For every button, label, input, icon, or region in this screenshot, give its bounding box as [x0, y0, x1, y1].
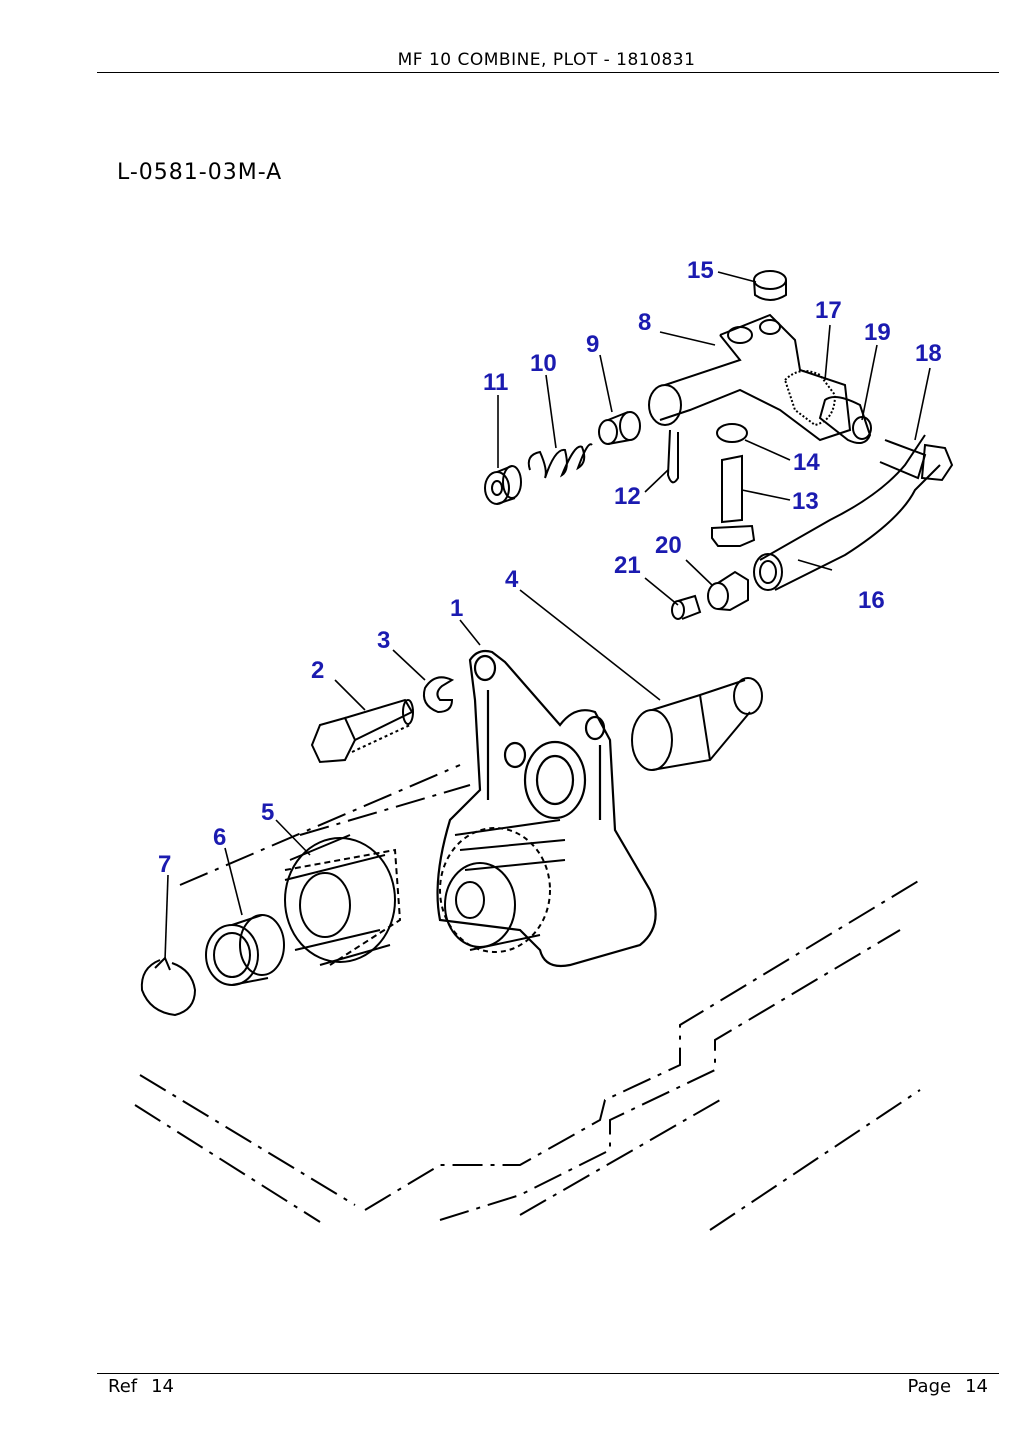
header-rule — [97, 72, 999, 73]
callout-19: 19 — [864, 319, 891, 346]
plunger-9 — [598, 411, 641, 445]
pipe-16 — [753, 434, 941, 591]
callout-21: 21 — [614, 552, 641, 579]
callout-10: 10 — [530, 350, 557, 377]
callout-3: 3 — [377, 627, 390, 654]
callout-9: 9 — [586, 331, 599, 358]
callout-7: 7 — [158, 851, 171, 878]
washer-14 — [716, 423, 748, 443]
callout-labels: 1 2 3 4 5 6 7 8 9 10 11 12 13 14 15 16 1… — [158, 257, 942, 878]
callout-4: 4 — [505, 566, 519, 593]
bolt-18 — [879, 439, 954, 482]
union-20 — [707, 570, 749, 612]
cap-nut-15 — [753, 270, 787, 301]
callout-12: 12 — [614, 483, 641, 510]
spring-10 — [527, 443, 593, 479]
page-label: Page — [907, 1376, 952, 1397]
callout-5: 5 — [261, 799, 274, 826]
valve-body-8 — [648, 313, 852, 442]
split-pin-12 — [666, 429, 679, 484]
pump-housing — [436, 649, 657, 968]
callout-20: 20 — [655, 532, 682, 559]
leader-lines — [164, 271, 931, 961]
callout-11: 11 — [483, 369, 508, 396]
callout-6: 6 — [213, 824, 226, 851]
lock-washer-3 — [422, 676, 455, 714]
callout-2: 2 — [311, 657, 324, 684]
cap-11 — [484, 465, 522, 505]
footer-rule — [97, 1373, 999, 1374]
pump-gear — [439, 819, 566, 953]
footer-ref: Ref 14 — [108, 1376, 188, 1397]
engine-block-outline — [134, 764, 921, 1231]
page-title: MF 10 COMBINE, PLOT - 1810831 — [397, 50, 696, 70]
circlip-7 — [140, 956, 197, 1017]
bolt-2 — [310, 698, 414, 764]
bushing-6 — [205, 914, 285, 986]
callout-15: 15 — [687, 257, 714, 284]
flange-19 — [818, 395, 872, 445]
callout-16: 16 — [858, 587, 885, 614]
callout-8: 8 — [638, 309, 651, 336]
bolt-13 — [711, 454, 756, 547]
callout-18: 18 — [915, 340, 942, 367]
callout-1: 1 — [450, 595, 463, 622]
ref-value: 14 — [151, 1376, 175, 1397]
callout-17: 17 — [815, 297, 842, 324]
callout-13: 13 — [792, 488, 819, 515]
gear-5 — [284, 834, 402, 966]
drawing-code: L-0581-03M-A — [117, 160, 283, 185]
footer-page: Page 14 — [908, 1376, 988, 1397]
callout-14: 14 — [793, 449, 820, 476]
page-value: 14 — [965, 1376, 988, 1397]
gasket-17 — [783, 370, 837, 427]
ref-label: Ref — [108, 1376, 138, 1397]
shaft-4 — [631, 677, 763, 771]
nipple-21 — [671, 594, 702, 620]
